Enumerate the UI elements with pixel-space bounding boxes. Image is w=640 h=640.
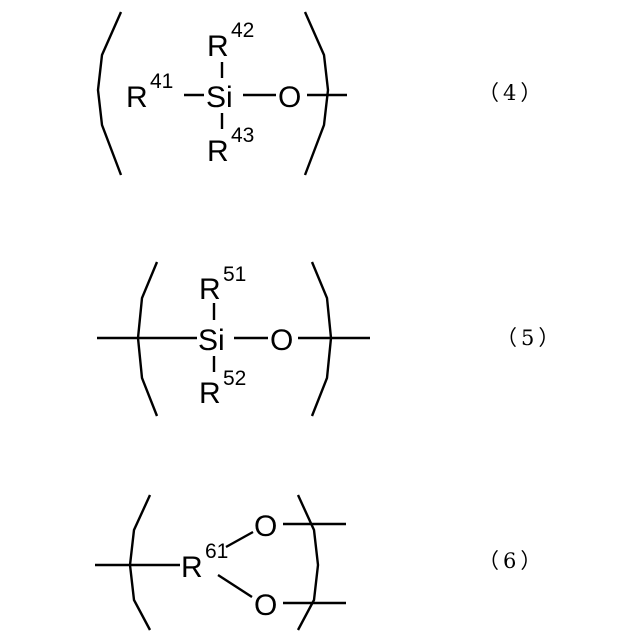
formula-5-equation-number: （5） (496, 326, 563, 350)
formula-6-r61-index: 61 (205, 540, 228, 563)
formula-5-silicon: Si (198, 324, 225, 357)
formula-4-r43-index: 43 (231, 124, 254, 147)
formula-5-r52-symbol: R (199, 377, 221, 410)
formula-6-oxygen-top: O (254, 510, 277, 543)
formula-5-r52-index: 52 (223, 367, 246, 390)
formula-6-bond-r61-o-top (226, 532, 253, 547)
formula-4-equation-number: （4） (478, 81, 545, 105)
formula-6-r61-symbol: R (181, 551, 203, 584)
formula-5: R 51 Si O R 52 （5） (97, 262, 563, 416)
formula-6: R 61 O O （6） (95, 495, 545, 630)
formula-4-r42-index: 42 (231, 19, 254, 42)
formula-4-r41-symbol: R (126, 81, 148, 114)
formula-4-r41-index: 41 (150, 70, 173, 93)
formula-5-r51-symbol: R (199, 273, 221, 306)
formula-4-oxygen: O (278, 81, 301, 114)
formula-4-right-bracket (305, 12, 328, 175)
formula-6-right-bracket (298, 495, 318, 630)
formula-5-r51-index: 51 (223, 263, 246, 286)
formula-4-silicon: Si (206, 81, 233, 114)
formula-6-equation-number: （6） (478, 549, 545, 573)
formula-4-left-bracket (98, 12, 121, 175)
formula-4-r42-symbol: R (207, 30, 229, 63)
formula-4: R 42 R 41 Si O R 43 （4） (98, 12, 545, 175)
formula-6-bond-r61-o-bottom (218, 575, 252, 597)
formula-6-oxygen-bottom: O (254, 589, 277, 622)
formula-5-oxygen: O (270, 324, 293, 357)
formula-6-left-bracket (130, 495, 150, 630)
formula-4-r43-symbol: R (207, 135, 229, 168)
